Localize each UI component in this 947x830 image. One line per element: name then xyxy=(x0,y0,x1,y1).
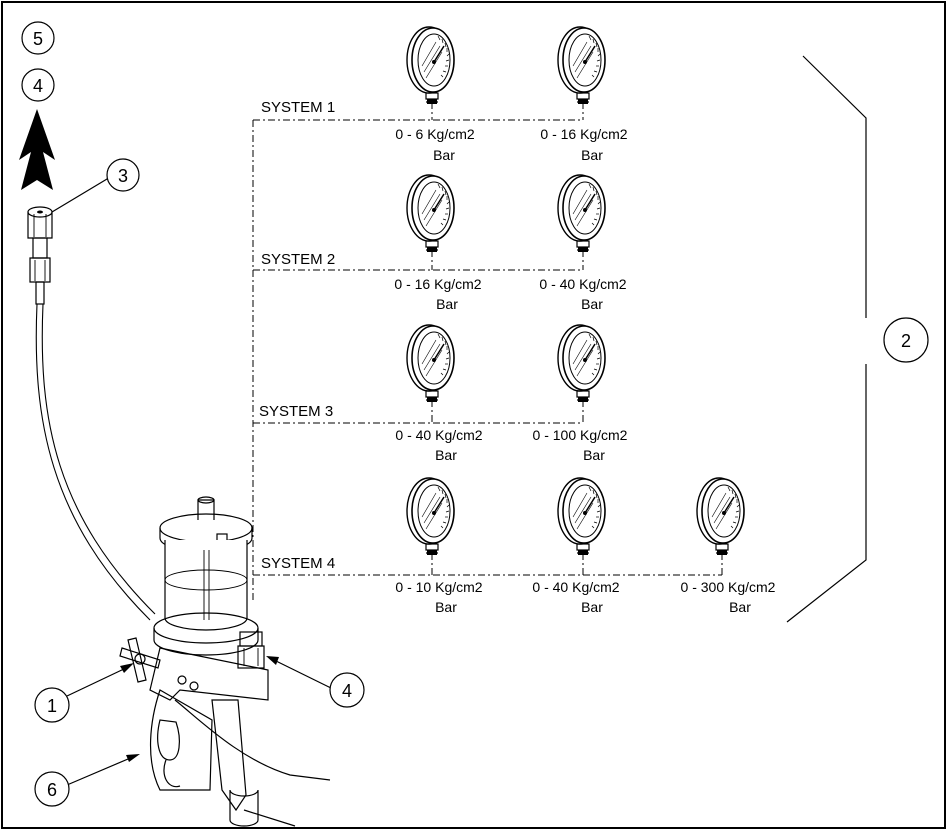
svg-text:2: 2 xyxy=(901,331,911,351)
callout-2: 2 xyxy=(883,317,929,363)
system-1-label: SYSTEM 1 xyxy=(261,99,335,116)
system-4-label: SYSTEM 4 xyxy=(261,555,335,572)
system-4-gauge-1 xyxy=(406,477,455,556)
system-3-gauge-2-range: 0 - 100 Kg/cm2 xyxy=(533,427,628,443)
system-2-gauge-2-unit: Bar xyxy=(581,296,603,312)
svg-text:5: 5 xyxy=(33,29,43,49)
system-3-gauge-1 xyxy=(406,324,455,403)
svg-text:3: 3 xyxy=(118,166,128,186)
gauge-group-bracket xyxy=(786,55,867,623)
system-3-label: SYSTEM 3 xyxy=(259,403,333,420)
callout-4-top: 4 xyxy=(21,68,55,102)
system-2-label: SYSTEM 2 xyxy=(261,251,335,268)
callout-4-pump: 4 xyxy=(329,672,365,708)
system-4-gauge-2-unit: Bar xyxy=(581,599,603,615)
system-1-gauge-1 xyxy=(406,26,455,105)
system-2-gauge-1-unit: Bar xyxy=(436,296,458,312)
system-2-gauge-1 xyxy=(406,174,455,253)
manifold-lines xyxy=(252,102,723,600)
hose-coupling xyxy=(27,206,53,305)
leader-lines xyxy=(51,175,336,786)
system-2-gauge-1-range: 0 - 16 Kg/cm2 xyxy=(394,276,481,292)
system-4-gauge-2-range: 0 - 40 Kg/cm2 xyxy=(532,579,619,595)
svg-text:1: 1 xyxy=(47,696,57,716)
flexible-hose xyxy=(35,303,156,621)
system-4-gauge-2 xyxy=(557,477,606,556)
svg-text:4: 4 xyxy=(33,76,43,96)
system-4-gauge-1-range: 0 - 10 Kg/cm2 xyxy=(395,579,482,595)
system-4-gauge-3-unit: Bar xyxy=(729,599,751,615)
system-4-gauge-1-unit: Bar xyxy=(435,599,457,615)
system-1-gauge-1-unit: Bar xyxy=(433,147,455,163)
system-3-gauge-1-unit: Bar xyxy=(435,447,457,463)
system-4-gauge-3-range: 0 - 300 Kg/cm2 xyxy=(681,579,776,595)
system-2-gauge-2 xyxy=(557,174,606,253)
system-3-gauge-1-range: 0 - 40 Kg/cm2 xyxy=(395,427,482,443)
system-1-gauge-1-range: 0 - 6 Kg/cm2 xyxy=(395,126,475,142)
callout-3: 3 xyxy=(106,158,140,192)
system-1-gauge-2 xyxy=(557,26,606,105)
system-3-gauge-2 xyxy=(557,324,606,403)
system-1-gauge-2-range: 0 - 16 Kg/cm2 xyxy=(540,126,627,142)
callout-6: 6 xyxy=(34,771,70,807)
hand-pump-assembly xyxy=(119,496,331,827)
svg-text:6: 6 xyxy=(47,780,57,800)
svg-text:4: 4 xyxy=(342,681,352,701)
up-arrow-icon xyxy=(19,109,55,190)
callout-1: 1 xyxy=(34,687,70,723)
system-1-gauge-2-unit: Bar xyxy=(581,147,603,163)
system-3-gauge-2-unit: Bar xyxy=(583,447,605,463)
system-2-gauge-2-range: 0 - 40 Kg/cm2 xyxy=(539,276,626,292)
callout-5: 5 xyxy=(21,21,55,55)
system-4-gauge-3 xyxy=(696,477,745,556)
